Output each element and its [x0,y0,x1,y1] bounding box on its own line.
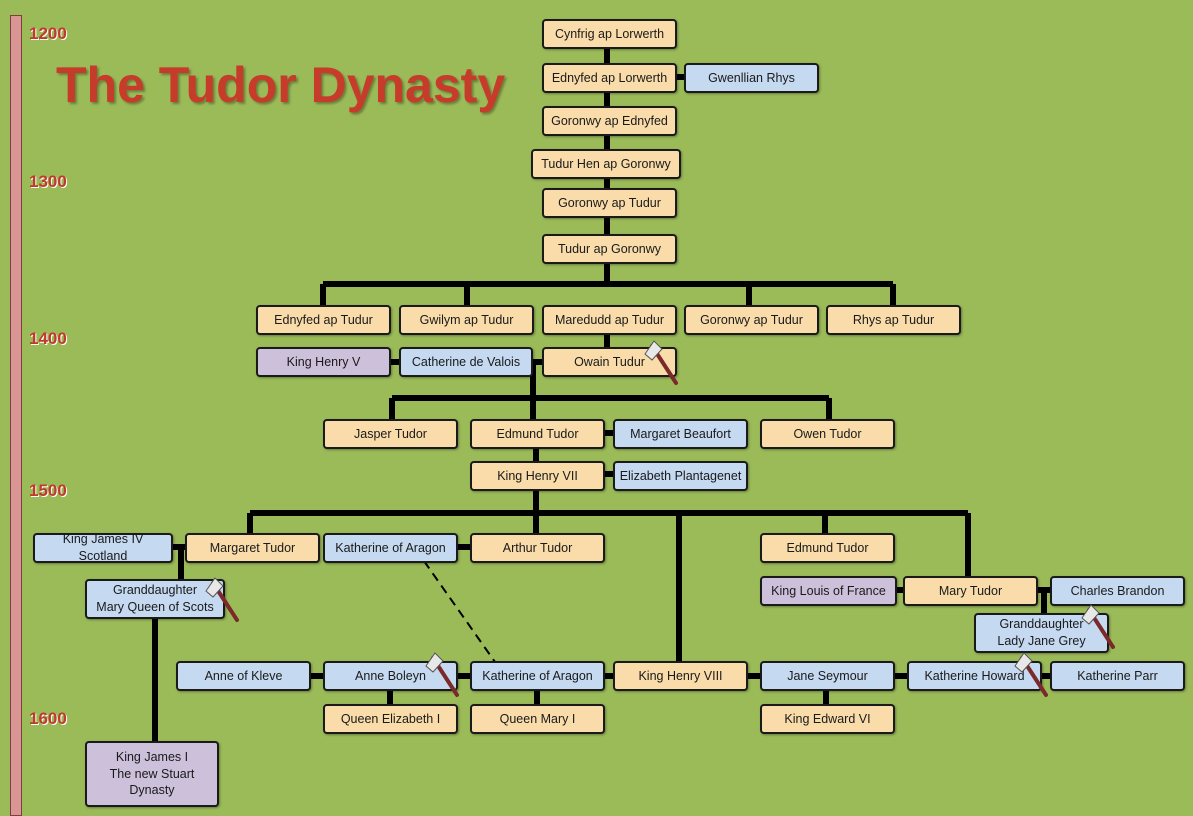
year-label-1500: 1500 [29,481,67,500]
node-queen-elizabeth-i: Queen Elizabeth I [323,704,458,734]
node-katherine-of-aragon-1: Katherine of Aragon [323,533,458,563]
node-king-james-iv-scotland: King James IV Scotland [33,532,173,563]
node-maredudd-ap-tudur: Maredudd ap Tudur [542,305,677,335]
node-king-henry-vii: King Henry VII [470,461,605,491]
same-person-dashed-line [423,560,496,663]
node-cynfrig-ap-lorwerth: Cynfrig ap Lorwerth [542,19,677,49]
node-goronwy-ap-tudur-2: Goronwy ap Tudur [684,305,819,335]
node-king-louis-of-france: King Louis of France [760,576,897,606]
node-margaret-tudor: Margaret Tudor [185,533,320,563]
axe-icon [205,577,239,622]
node-jasper-tudor: Jasper Tudor [323,419,458,449]
node-tudur-ap-goronwy: Tudur ap Goronwy [542,234,677,264]
node-owen-tudor: Owen Tudor [760,419,895,449]
node-edmund-tudor-2: Edmund Tudor [760,533,895,563]
axe-icon [1014,652,1048,697]
node-katherine-parr: Katherine Parr [1050,661,1185,691]
node-anne-of-kleve: Anne of Kleve [176,661,311,691]
node-ednyfed-ap-tudur: Ednyfed ap Tudur [256,305,391,335]
node-rhys-ap-tudur: Rhys ap Tudur [826,305,961,335]
node-tudur-hen-ap-goronwy: Tudur Hen ap Goronwy [531,149,681,179]
axe-icon [425,652,459,697]
node-gwenllian-rhys: Gwenllian Rhys [684,63,819,93]
page-title: The Tudor Dynasty [56,57,506,113]
node-queen-mary-i: Queen Mary I [470,704,605,734]
node-goronwy-ap-tudur: Goronwy ap Tudur [542,188,677,218]
node-goronwy-ap-ednyfed: Goronwy ap Ednyfed [542,106,677,136]
node-charles-brandon: Charles Brandon [1050,576,1185,606]
axe-icon [644,340,678,385]
node-katherine-of-aragon-2: Katherine of Aragon [470,661,605,691]
node-king-james-i: King James I The new Stuart Dynasty [85,741,219,807]
node-edmund-tudor: Edmund Tudor [470,419,605,449]
year-label-1400: 1400 [29,329,67,348]
year-label-1200: 1200 [29,24,67,43]
axe-icon [1081,604,1115,649]
node-mary-queen-of-scots: Granddaughter Mary Queen of Scots [85,579,225,619]
node-jane-seymour: Jane Seymour [760,661,895,691]
node-king-henry-viii: King Henry VIII [613,661,748,691]
year-label-1300: 1300 [29,172,67,191]
node-gwilym-ap-tudur: Gwilym ap Tudur [399,305,534,335]
node-margaret-beaufort: Margaret Beaufort [613,419,748,449]
node-elizabeth-plantagenet: Elizabeth Plantagenet [613,461,748,491]
node-king-edward-vi: King Edward VI [760,704,895,734]
node-mary-tudor: Mary Tudor [903,576,1038,606]
year-label-1600: 1600 [29,709,67,728]
node-arthur-tudor: Arthur Tudor [470,533,605,563]
node-king-henry-v: King Henry V [256,347,391,377]
node-ednyfed-ap-lorwerth: Ednyfed ap Lorwerth [542,63,677,93]
node-catherine-de-valois: Catherine de Valois [399,347,533,377]
